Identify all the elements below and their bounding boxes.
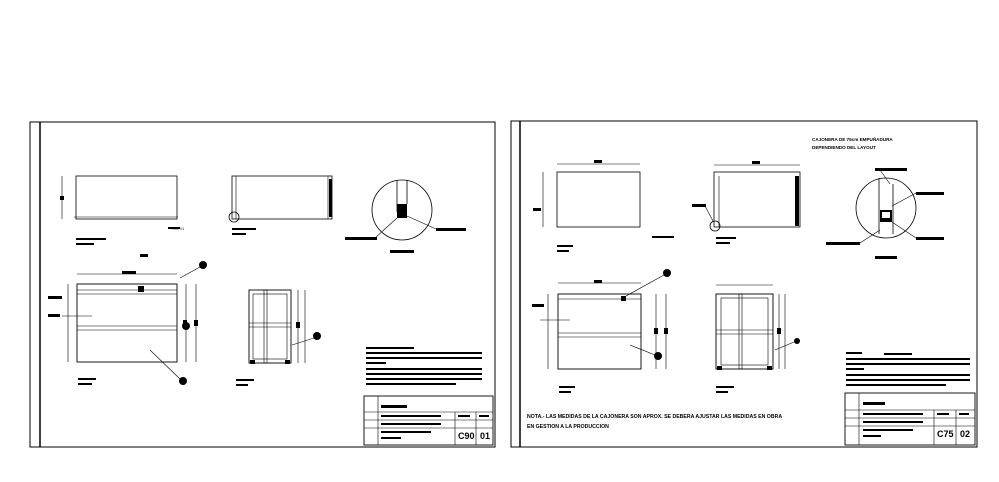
- sheet-2-heading-line2: DEPENDIENDO DEL LAYOUT: [812, 145, 876, 150]
- sheet-2-section-view: [715, 284, 800, 393]
- sheet-2: CAJONERA DE 75cm EMPUÑADURA DEPENDIENDO …: [510, 120, 978, 448]
- sheet-1-section-view: [236, 289, 321, 386]
- sheet-2-code: C75: [937, 429, 954, 439]
- sheet-1-top-view: —— V1: [60, 175, 184, 245]
- sheet-2-number: 02: [960, 429, 970, 439]
- sheet-2-title-block: C75 02: [844, 392, 976, 446]
- sheet-2-side-view: [692, 161, 801, 244]
- sheet-1-front-view: [48, 254, 207, 385]
- sheet-2-detail: [826, 168, 944, 259]
- sheet-2-note-line2: EN GESTION A LA PRODUCCION: [527, 424, 609, 430]
- sheet-1-detail: [345, 179, 466, 253]
- sheet-1-number: 01: [480, 431, 490, 441]
- sheet-1-code: C90: [458, 431, 475, 441]
- sheet-2-notes: [846, 352, 970, 386]
- sheet-2-note-line1: NOTA.- LAS MEDIDAS DE LA CAJONERA SON AP…: [527, 414, 782, 420]
- sheet-2-outer-border: [510, 120, 978, 448]
- sheet-1: —— V1: [29, 121, 496, 448]
- sheet-1-side-view: [228, 175, 333, 235]
- sheet-1-title-block: C90 01: [363, 395, 494, 446]
- sheet-1-notes: [366, 347, 482, 385]
- sheet-1-outer-border: [29, 121, 496, 448]
- sheet-2-top-view: [533, 160, 674, 252]
- sheet-2-front-view: [532, 269, 671, 393]
- sheet-2-heading-line1: CAJONERA DE 75cm EMPUÑADURA: [812, 136, 893, 142]
